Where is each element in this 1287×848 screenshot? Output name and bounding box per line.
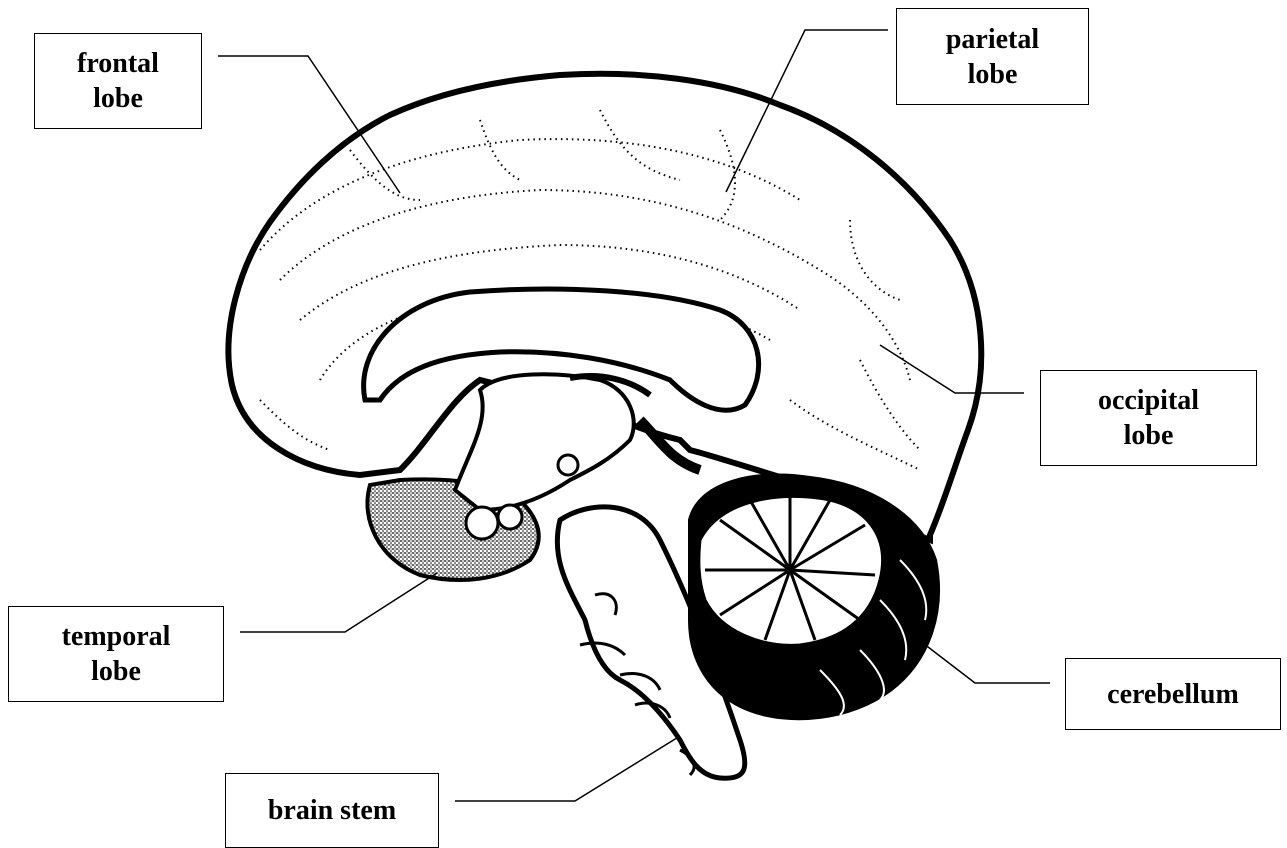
leader-brainstem — [455, 736, 680, 801]
label-cerebellum: cerebellum — [1065, 658, 1281, 730]
label-brain-stem: brain stem — [225, 773, 439, 848]
label-parietal-lobe: parietal lobe — [896, 8, 1089, 105]
label-frontal-lobe: frontal lobe — [34, 33, 202, 129]
label-temporal-lobe: temporal lobe — [8, 606, 224, 702]
leader-temporal — [240, 573, 437, 632]
leader-cerebellum — [915, 637, 1050, 683]
label-occipital-lobe: occipital lobe — [1040, 370, 1257, 466]
